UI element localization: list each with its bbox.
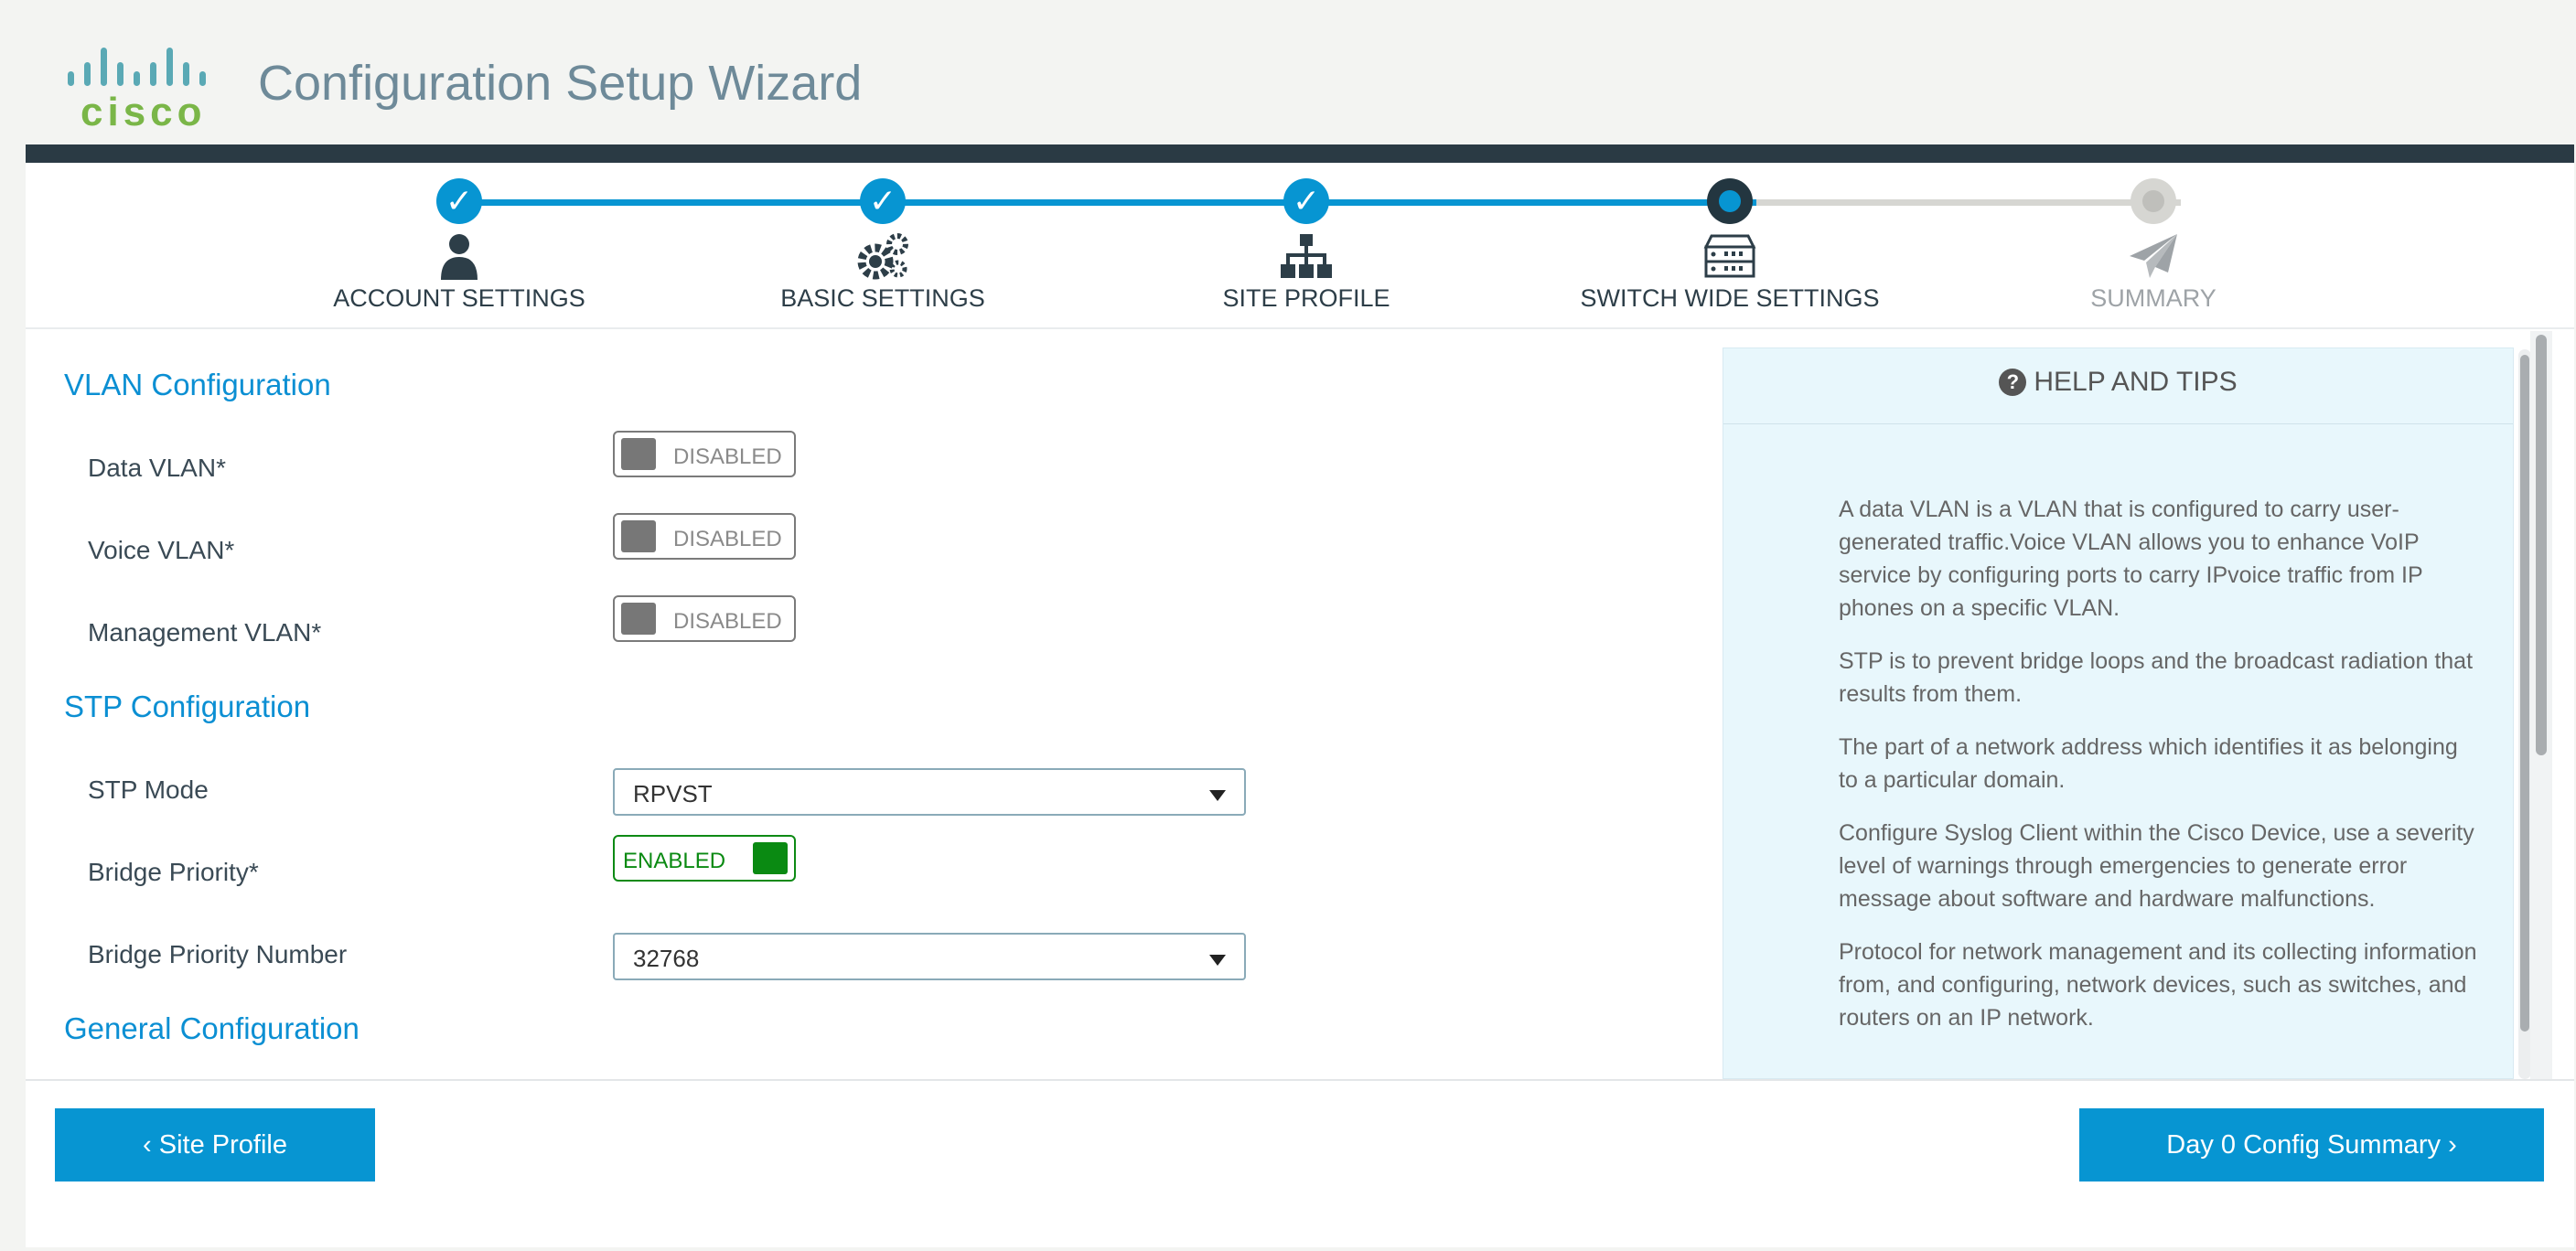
toggle-knob — [621, 603, 656, 635]
help-header: ? HELP AND TIPS — [1723, 348, 2513, 424]
cisco-logo-bars — [64, 48, 215, 86]
user-icon — [441, 234, 478, 280]
stp-mode-label: STP Mode — [88, 775, 209, 804]
bridge-priority-number-label: Bridge Priority Number — [88, 940, 348, 968]
page-title: Configuration Setup Wizard — [258, 56, 863, 111]
step-current-indicator — [1707, 178, 1753, 224]
management-vlan-toggle[interactable]: DISABLED — [613, 595, 796, 642]
gears-icon — [857, 233, 908, 280]
step-label: SUMMARY — [2090, 284, 2216, 312]
general-section-title: General Configuration — [64, 1011, 360, 1045]
question-circle-icon: ? — [1999, 369, 2027, 396]
toggle-knob — [621, 520, 656, 552]
sitemap-icon — [1281, 234, 1332, 278]
step-complete-check-icon: ✓ — [436, 178, 482, 224]
help-paragraph: Configure Syslog Client within the Cisco… — [1839, 820, 2474, 912]
help-text: A data VLAN is a VLAN that is configured… — [1839, 493, 2479, 1054]
data-vlan-label: Data VLAN* — [88, 454, 226, 482]
content-scrollbar-thumb[interactable] — [2536, 335, 2547, 755]
stp-section-title: STP Configuration — [64, 690, 311, 723]
help-scrollbar[interactable] — [2518, 349, 2531, 1079]
stp-mode-select[interactable]: RPVST — [613, 768, 1246, 816]
stepper-track-complete — [459, 199, 1756, 206]
help-and-tips-panel: ? HELP AND TIPS A data VLAN is a VLAN tha… — [1723, 348, 2514, 1079]
chevron-down-icon — [1209, 955, 1226, 966]
bridge-priority-label: Bridge Priority* — [88, 858, 259, 886]
header-bar — [26, 144, 2574, 163]
paper-plane-icon — [2130, 234, 2177, 278]
toggle-state: DISABLED — [673, 609, 782, 634]
management-vlan-label: Management VLAN* — [88, 618, 322, 647]
settings-panel: VLAN Configuration Data VLAN* DISABLED V… — [26, 329, 2574, 1079]
step-complete-check-icon: ✓ — [1283, 178, 1329, 224]
help-title-text: HELP AND TIPS — [2034, 367, 2238, 397]
toggle-state: ENABLED — [623, 849, 726, 873]
bridge-priority-number-select[interactable]: 32768 — [613, 933, 1246, 980]
step-label: BASIC SETTINGS — [780, 284, 985, 312]
cisco-logo-text: cisco — [80, 90, 207, 134]
next-day0-config-summary-button[interactable]: Day 0 Config Summary › — [2079, 1108, 2544, 1182]
vlan-section-title: VLAN Configuration — [64, 368, 331, 401]
bridge-priority-number-value: 32768 — [633, 945, 700, 972]
stepper-track-pending — [1756, 199, 2181, 206]
cisco-logo: cisco — [64, 48, 215, 134]
stp-mode-value: RPVST — [633, 780, 713, 807]
help-paragraph: Protocol for network management and its … — [1839, 939, 2477, 1031]
voice-vlan-label: Voice VLAN* — [88, 536, 235, 564]
data-vlan-toggle[interactable]: DISABLED — [613, 431, 796, 477]
toggle-knob — [621, 438, 656, 470]
toggle-state: DISABLED — [673, 444, 782, 469]
back-site-profile-button[interactable]: ‹ Site Profile — [55, 1108, 375, 1182]
step-label: ACCOUNT SETTINGS — [333, 284, 585, 312]
help-paragraph: STP is to prevent bridge loops and the b… — [1839, 648, 2474, 707]
toggle-state: DISABLED — [673, 527, 782, 551]
help-scrollbar-thumb[interactable] — [2520, 355, 2529, 1032]
help-title: ? HELP AND TIPS — [1723, 367, 2513, 398]
step-pending-indicator — [2131, 178, 2176, 224]
step-label: SWITCH WIDE SETTINGS — [1580, 284, 1880, 312]
bridge-priority-toggle[interactable]: ENABLED — [613, 835, 796, 882]
chevron-down-icon — [1209, 790, 1226, 801]
toggle-knob — [753, 842, 788, 874]
switch-icon — [1703, 234, 1756, 278]
step-complete-check-icon: ✓ — [860, 178, 906, 224]
help-paragraph: The part of a network address which iden… — [1839, 734, 2458, 793]
wizard-stepper: ✓ ACCOUNT SETTINGS ✓ BASIC SETTINGS ✓ — [26, 163, 2574, 329]
help-paragraph: A data VLAN is a VLAN that is configured… — [1839, 497, 2423, 621]
step-label: SITE PROFILE — [1222, 284, 1390, 312]
content-scrollbar[interactable] — [2530, 331, 2552, 1079]
voice-vlan-toggle[interactable]: DISABLED — [613, 513, 796, 560]
wizard-footer: ‹ Site Profile Day 0 Config Summary › — [26, 1079, 2574, 1247]
